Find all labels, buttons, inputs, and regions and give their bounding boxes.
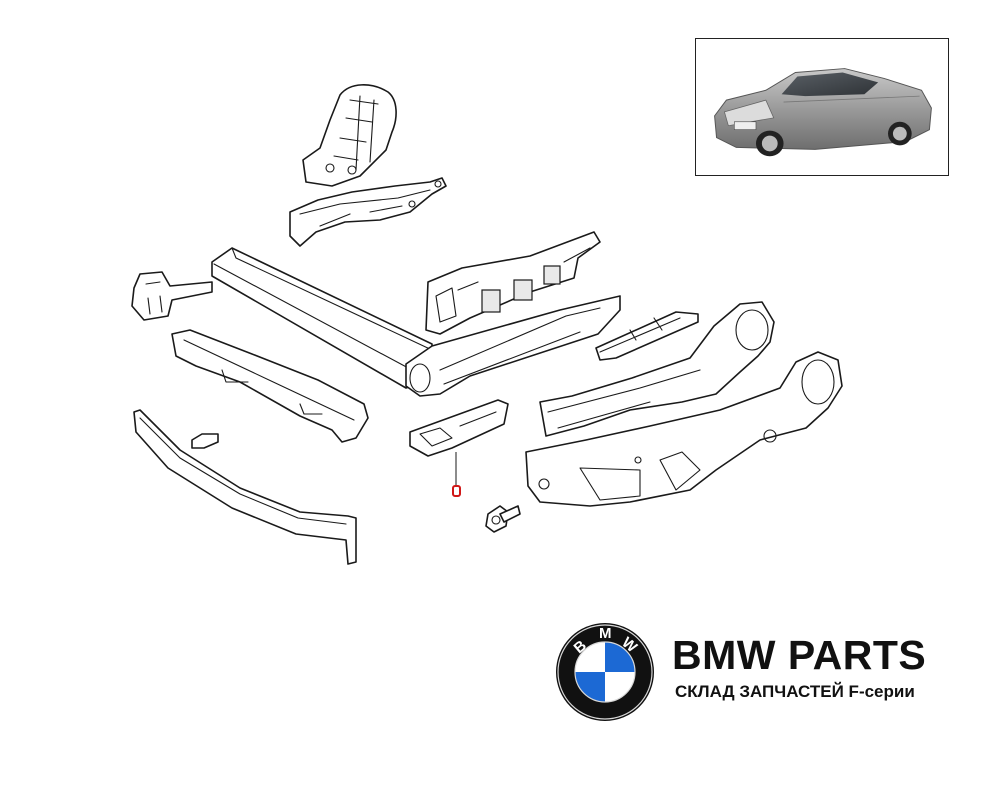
brand-subtitle: СКЛАД ЗАПЧАСТЕЙ F-серии bbox=[675, 682, 915, 701]
seat-base-bracket[interactable] bbox=[525, 351, 843, 507]
front-trim-strip[interactable] bbox=[133, 409, 357, 565]
seat-track-mechanism[interactable] bbox=[425, 231, 601, 335]
small-bracket[interactable] bbox=[131, 271, 213, 321]
upper-side-rail[interactable] bbox=[289, 177, 447, 247]
highlight-marker bbox=[452, 485, 461, 497]
long-trim-cover[interactable] bbox=[211, 247, 433, 389]
brand-block: B M W BMW PARTS СКЛАД ЗАПЧАСТЕЙ F-серии bbox=[555, 622, 975, 722]
car-sedan-photo bbox=[714, 68, 932, 157]
vehicle-thumbnail bbox=[695, 38, 949, 176]
clip[interactable] bbox=[191, 433, 219, 449]
small-cover-part[interactable] bbox=[409, 399, 509, 457]
screw-bolt[interactable] bbox=[485, 505, 521, 533]
guide-rail[interactable] bbox=[595, 311, 699, 361]
bmw-logo-icon: B M W bbox=[556, 623, 654, 721]
seat-frame-arms[interactable] bbox=[539, 301, 775, 437]
seat-rail-base[interactable] bbox=[405, 295, 621, 397]
seat-back-frame[interactable] bbox=[302, 84, 397, 187]
lower-trim-panel[interactable] bbox=[171, 329, 369, 443]
brand-title: BMW PARTS bbox=[672, 632, 927, 678]
logo-letter-m: M bbox=[599, 625, 612, 642]
